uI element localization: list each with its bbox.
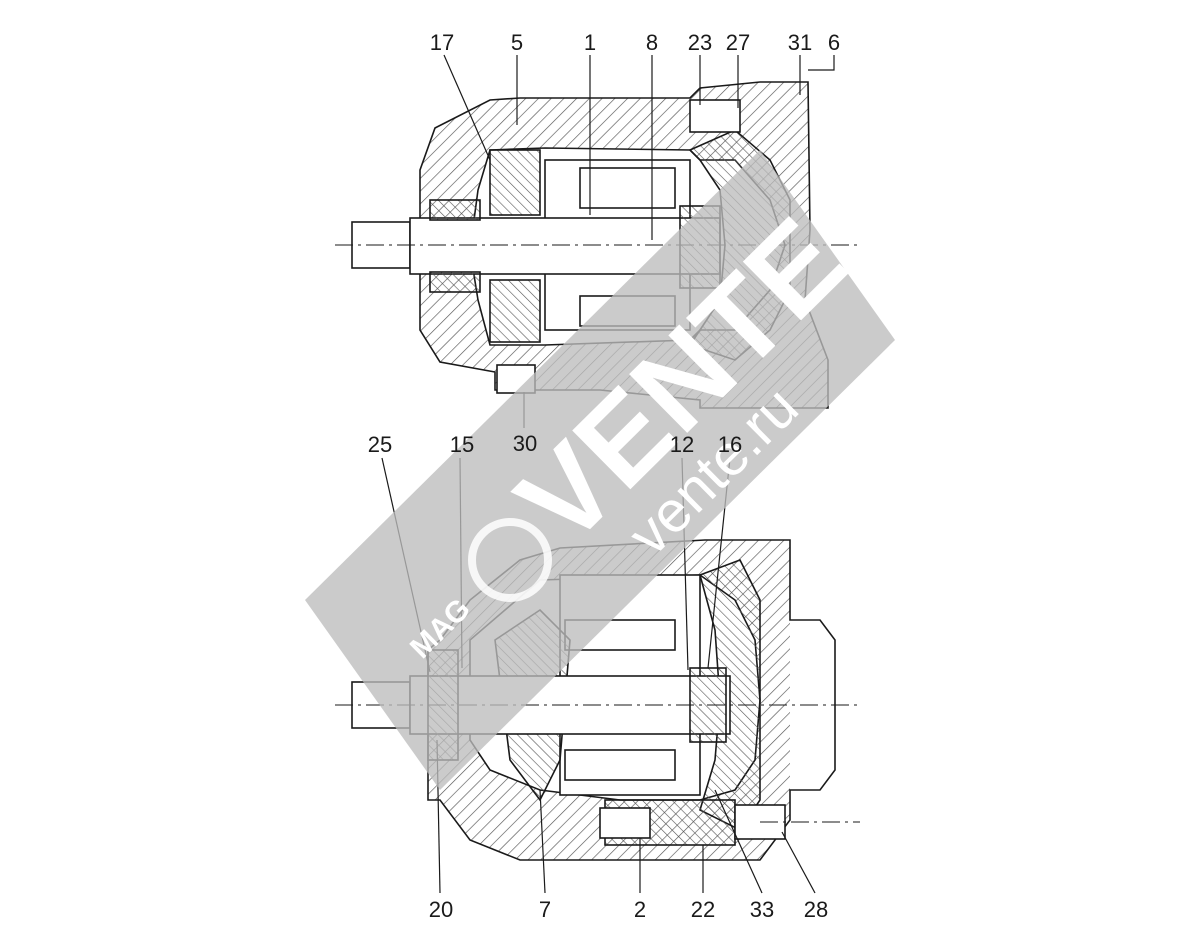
leader-6 [808, 55, 835, 71]
swash-plate-lower [489, 279, 541, 343]
callout-28: 28 [804, 897, 828, 922]
shaft-front-bearing-lower [429, 271, 481, 293]
callout-5: 5 [511, 30, 523, 55]
callout-17: 17 [430, 30, 454, 55]
callout-22: 22 [691, 897, 715, 922]
watermark-logo-ring [468, 518, 552, 602]
control-spool [599, 807, 651, 839]
callout-25: 25 [368, 432, 392, 457]
callout-12: 12 [670, 432, 694, 457]
leader-17 [443, 54, 491, 161]
callout-33: 33 [750, 897, 774, 922]
callout-6: 6 [828, 30, 840, 55]
callout-31: 31 [788, 30, 812, 55]
callout-23: 23 [688, 30, 712, 55]
leader-28 [781, 831, 816, 894]
top-callout-labels: 17 5 1 8 23 27 31 6 30 [430, 30, 840, 456]
callout-16: 16 [718, 432, 742, 457]
leader-33 [714, 789, 763, 894]
callout-8: 8 [646, 30, 658, 55]
swash-plate-upper [489, 149, 541, 216]
callout-27: 27 [726, 30, 750, 55]
leader-7 [539, 789, 546, 894]
lower-piston-bottom [564, 749, 676, 781]
callout-20: 20 [429, 897, 453, 922]
callout-2: 2 [634, 897, 646, 922]
piston-upper [579, 167, 676, 209]
callout-1: 1 [584, 30, 596, 55]
top-leader-lines [443, 54, 835, 428]
callout-7: 7 [539, 897, 551, 922]
fitting-top [689, 99, 741, 133]
callout-15: 15 [450, 432, 474, 457]
watermark-band [305, 150, 895, 790]
shaft-front-bearing [429, 199, 481, 221]
callout-30: 30 [513, 431, 537, 456]
bottom-callout-labels: 25 15 12 16 20 7 2 22 33 28 [368, 432, 828, 922]
